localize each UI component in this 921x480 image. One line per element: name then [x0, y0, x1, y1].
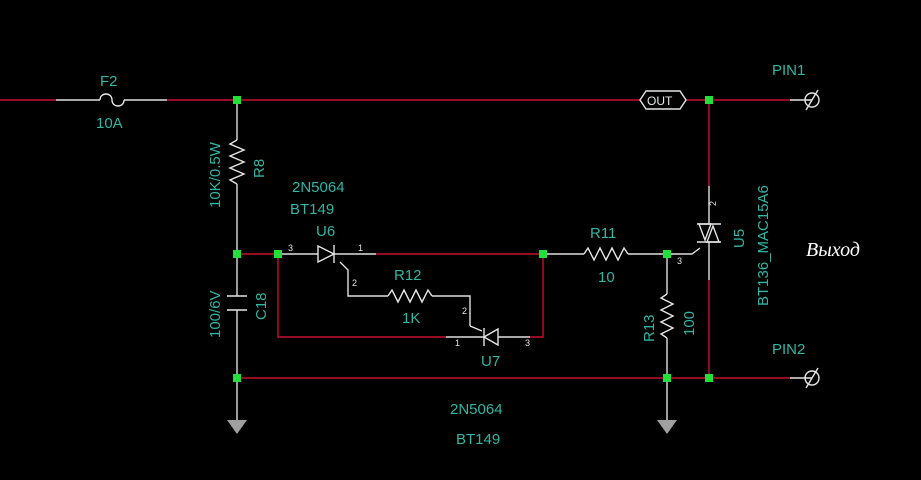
connector-pin1-circle — [804, 92, 820, 108]
scr-u6-pin-gate: 2 — [352, 278, 357, 288]
scr-u6-triangle — [317, 244, 336, 264]
junction-dot — [274, 250, 282, 258]
scr-u7-alt: BT149 — [456, 431, 500, 448]
resistor-r8-ref: R8 — [251, 159, 268, 178]
capacitor-c18-ref: C18 — [253, 292, 270, 320]
triac-u5-tri-up — [705, 224, 721, 243]
capacitor-c18[interactable]: 100/6V C18 — [207, 290, 270, 338]
connector-pin2-label: PIN2 — [772, 341, 805, 358]
scr-u7-gate-stub — [469, 325, 483, 332]
triac-u5[interactable]: 2 3 U5 BT136_MAC15A6 — [677, 185, 772, 306]
scr-u6-pin-anode: 3 — [288, 243, 293, 253]
annotation-output: Выход — [806, 239, 860, 261]
resistor-r12-value: 1K — [402, 310, 420, 327]
scr-u6-ref: U6 — [316, 223, 335, 240]
resistor-r11-ref: R11 — [590, 225, 616, 242]
scr-u7-part: 2N5064 — [450, 401, 503, 418]
resistor-r13-zigzag — [659, 293, 675, 339]
resistor-r13[interactable]: R13 100 — [641, 293, 698, 342]
fuse-f2-value: 10A — [96, 115, 123, 132]
wire-to-u5-gate — [667, 247, 701, 255]
net-label-out-text: OUT — [647, 94, 673, 108]
scr-u7-ref: U7 — [481, 353, 500, 370]
resistor-r12-ref: R12 — [394, 267, 422, 284]
resistor-r13-value: 100 — [681, 311, 698, 336]
resistor-r12[interactable]: R12 1K — [387, 267, 433, 327]
wire-loop-right — [530, 254, 544, 338]
junction-dot — [233, 374, 241, 382]
resistor-r11[interactable]: R11 10 — [583, 225, 629, 286]
wire-loop-left — [277, 254, 446, 338]
connector-pin1[interactable]: PIN1 — [772, 62, 820, 111]
triac-u5-pin-top: 2 — [708, 201, 718, 206]
resistor-r12-zigzag — [387, 288, 433, 304]
connector-pin2[interactable]: PIN2 — [772, 341, 820, 389]
resistor-r13-ref: R13 — [641, 314, 658, 342]
triac-u5-ref: U5 — [731, 229, 748, 248]
junction-dot — [663, 250, 671, 258]
scr-u6-pin-cathode: 1 — [358, 243, 363, 253]
triac-u5-tri-down — [697, 223, 713, 242]
fuse-f2[interactable]: F2 10A — [96, 73, 125, 132]
junction-dot — [539, 250, 547, 258]
ground-left-icon — [227, 420, 247, 434]
net-label-out[interactable]: OUT — [639, 90, 687, 110]
scr-u7[interactable]: U7 1 3 2 2N5064 BT149 — [450, 306, 530, 448]
connector-pin2-circle — [804, 370, 820, 386]
junction-dot — [233, 96, 241, 104]
resistor-r11-value: 10 — [598, 269, 615, 286]
scr-u7-triangle — [482, 327, 499, 347]
scr-u6-part: 2N5064 — [292, 179, 345, 196]
resistor-r8-zigzag — [228, 139, 246, 185]
connector-pin2-slash — [805, 367, 819, 389]
resistor-r8-value: 10K/0.5W — [207, 141, 224, 208]
resistor-r8[interactable]: 10K/0.5W R8 — [207, 139, 268, 208]
scr-u6[interactable]: 2N5064 BT149 U6 3 1 2 — [288, 179, 363, 288]
resistor-r11-zigzag — [583, 246, 629, 262]
scr-u6-alt: BT149 — [290, 201, 334, 218]
junction-dot — [233, 250, 241, 258]
ground-right-icon — [657, 420, 677, 434]
triac-u5-part: BT136_MAC15A6 — [755, 185, 772, 306]
net-label-out-shape — [639, 90, 687, 110]
scr-u7-pin-right: 3 — [525, 338, 530, 348]
junctions — [233, 96, 713, 382]
junction-dot — [663, 374, 671, 382]
triac-u5-pin-gate: 3 — [677, 256, 682, 266]
scr-u7-pin-gate: 2 — [462, 306, 467, 316]
capacitor-c18-value: 100/6V — [207, 290, 224, 338]
connector-pin1-label: PIN1 — [772, 62, 805, 79]
connector-pin1-slash — [805, 89, 819, 111]
fuse-f2-ref: F2 — [100, 73, 118, 90]
junction-dot — [705, 374, 713, 382]
junction-dot — [705, 96, 713, 104]
wire-u6-gate — [339, 261, 388, 297]
fuse-f2-symbol — [99, 93, 125, 107]
wire-r12-to-u7 — [432, 295, 471, 326]
scr-u7-pin-left: 1 — [455, 338, 460, 348]
wires — [0, 99, 790, 420]
